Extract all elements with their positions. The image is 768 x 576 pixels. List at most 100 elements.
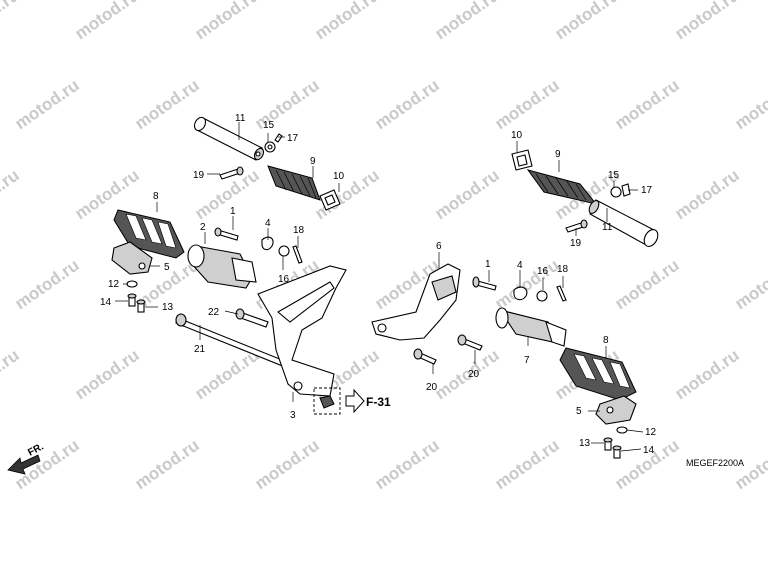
callout-14-left: 14	[100, 297, 112, 308]
right-step-assembly	[371, 149, 660, 459]
callout-18-right: 18	[557, 264, 569, 275]
part-screw-13-left[interactable]	[136, 299, 146, 313]
watermark-text: motod.ru	[191, 0, 262, 43]
watermark-text: motod.ru	[311, 165, 382, 223]
watermark-text: motod.ru	[371, 435, 442, 493]
callout-11-left: 11	[235, 113, 246, 124]
callout-20-b: 20	[468, 369, 480, 380]
part-pin-left[interactable]	[192, 115, 265, 161]
part-spring-4-right[interactable]	[513, 286, 528, 301]
part-spring-4-left[interactable]	[261, 236, 274, 251]
watermark-text: motod.ru	[491, 435, 562, 493]
callout-12-left: 12	[108, 279, 120, 290]
callout-8-left: 8	[153, 191, 159, 202]
part-bolt-1-right[interactable]	[472, 276, 497, 291]
watermark-text: motod.ru	[11, 255, 82, 313]
part-nut-12-left[interactable]	[126, 280, 138, 288]
part-screw-14-right[interactable]	[612, 445, 622, 459]
part-washer-16-right[interactable]	[536, 290, 548, 302]
part-nut-12-right[interactable]	[616, 426, 628, 434]
callout-1-left: 1	[230, 206, 236, 217]
part-bolt-1-left[interactable]	[214, 227, 239, 241]
callout-11-right: 11	[602, 222, 613, 233]
callout-19-left: 19	[193, 170, 205, 181]
callout-6: 6	[436, 241, 442, 252]
part-collar-10-left[interactable]	[319, 189, 341, 211]
callout-21: 21	[194, 344, 206, 355]
watermark-text: motod.ru	[0, 0, 23, 43]
front-arrow-icon	[7, 454, 41, 475]
callout-17-left: 17	[287, 133, 299, 144]
watermark-text: motod.ru	[731, 75, 768, 133]
callout-17-right: 17	[641, 185, 653, 196]
part-bolt-20-a[interactable]	[413, 348, 437, 365]
callout-4-right: 4	[517, 260, 523, 271]
callout-5-left: 5	[164, 262, 170, 273]
part-washer-15-left[interactable]	[264, 141, 276, 153]
callout-9-right: 9	[555, 149, 561, 160]
watermark-text: motod.ru	[131, 435, 202, 493]
callout-19-right: 19	[570, 238, 582, 249]
part-cotter-pin-17-right[interactable]	[621, 183, 631, 197]
callout-13-right: 13	[579, 438, 591, 449]
part-bracket-5-left[interactable]	[111, 241, 153, 275]
callout-4-left: 4	[265, 218, 271, 229]
part-washer-16-left[interactable]	[278, 245, 290, 257]
callout-7: 7	[524, 355, 530, 366]
watermark-text: motod.ru	[251, 435, 322, 493]
callout-9-left: 9	[310, 156, 316, 167]
watermark-text: motod.ru	[731, 255, 768, 313]
callout-10-right: 10	[511, 130, 523, 141]
part-screw-14-left[interactable]	[127, 293, 137, 307]
callout-15-left: 15	[263, 120, 275, 131]
part-bolt-22[interactable]	[235, 308, 269, 328]
watermark-text: motod.ru	[311, 0, 382, 43]
callout-3: 3	[290, 410, 296, 421]
part-bolt-20-b[interactable]	[457, 334, 483, 351]
part-step-holder-2-left[interactable]	[187, 244, 257, 289]
part-collar-10-right[interactable]	[511, 149, 533, 171]
callout-2: 2	[200, 222, 206, 233]
left-step-assembly	[111, 115, 347, 409]
callout-10-left: 10	[333, 171, 345, 182]
part-screw-13-right[interactable]	[603, 437, 613, 451]
callout-16-left: 16	[278, 274, 290, 285]
reference-f31[interactable]: F-31	[313, 387, 391, 415]
callout-8-right: 8	[603, 335, 609, 346]
part-bolt-19-left[interactable]	[219, 166, 244, 180]
watermark-text: motod.ru	[611, 255, 682, 313]
watermark-text: motod.ru	[371, 75, 442, 133]
watermark-text: motod.ru	[431, 345, 502, 403]
callout-20-a: 20	[426, 382, 438, 393]
watermark-text: motod.ru	[551, 0, 622, 43]
part-cotter-pin-18-right[interactable]	[556, 285, 567, 302]
watermark-text: motod.ru	[431, 0, 502, 43]
callout-numbers: 11 15 17 19 9 10 8 1 2 4 18 16 5 12 14 1…	[100, 113, 657, 456]
watermark-text: motod.ru	[611, 75, 682, 133]
part-cotter-pin-17-left[interactable]	[274, 133, 283, 143]
part-bolt-19-right[interactable]	[565, 219, 588, 233]
watermark-text: motod.ru	[671, 345, 742, 403]
watermark-text: motod.ru	[431, 165, 502, 223]
callout-13-left: 13	[162, 302, 174, 313]
part-cotter-pin-18-left[interactable]	[292, 245, 303, 264]
part-rubber-9-left[interactable]	[267, 165, 321, 201]
watermark-text: motod.ru	[71, 345, 142, 403]
part-pin-right[interactable]	[587, 199, 660, 249]
watermark-text: motod.ru	[0, 345, 23, 403]
callout-22: 22	[208, 307, 220, 318]
watermark-text: motod.ru	[131, 75, 202, 133]
watermark-layer: motod.ru motod.ru motod.ru motod.ru motod.ru…	[0, 0, 768, 493]
part-step-holder-7[interactable]	[495, 307, 567, 347]
part-bracket-5-right[interactable]	[595, 395, 637, 425]
watermark-text: motod.ru	[0, 165, 23, 223]
part-washer-15-right[interactable]	[610, 186, 622, 198]
watermark-text: motod.ru	[491, 75, 562, 133]
diagram-code: MEGEF2200A	[686, 458, 744, 468]
leader-lines	[115, 122, 644, 452]
watermark-text: motod.ru	[11, 75, 82, 133]
part-bracket-plate-3[interactable]	[257, 265, 347, 409]
callout-18-left: 18	[293, 225, 305, 236]
part-bracket-6[interactable]	[371, 263, 461, 341]
